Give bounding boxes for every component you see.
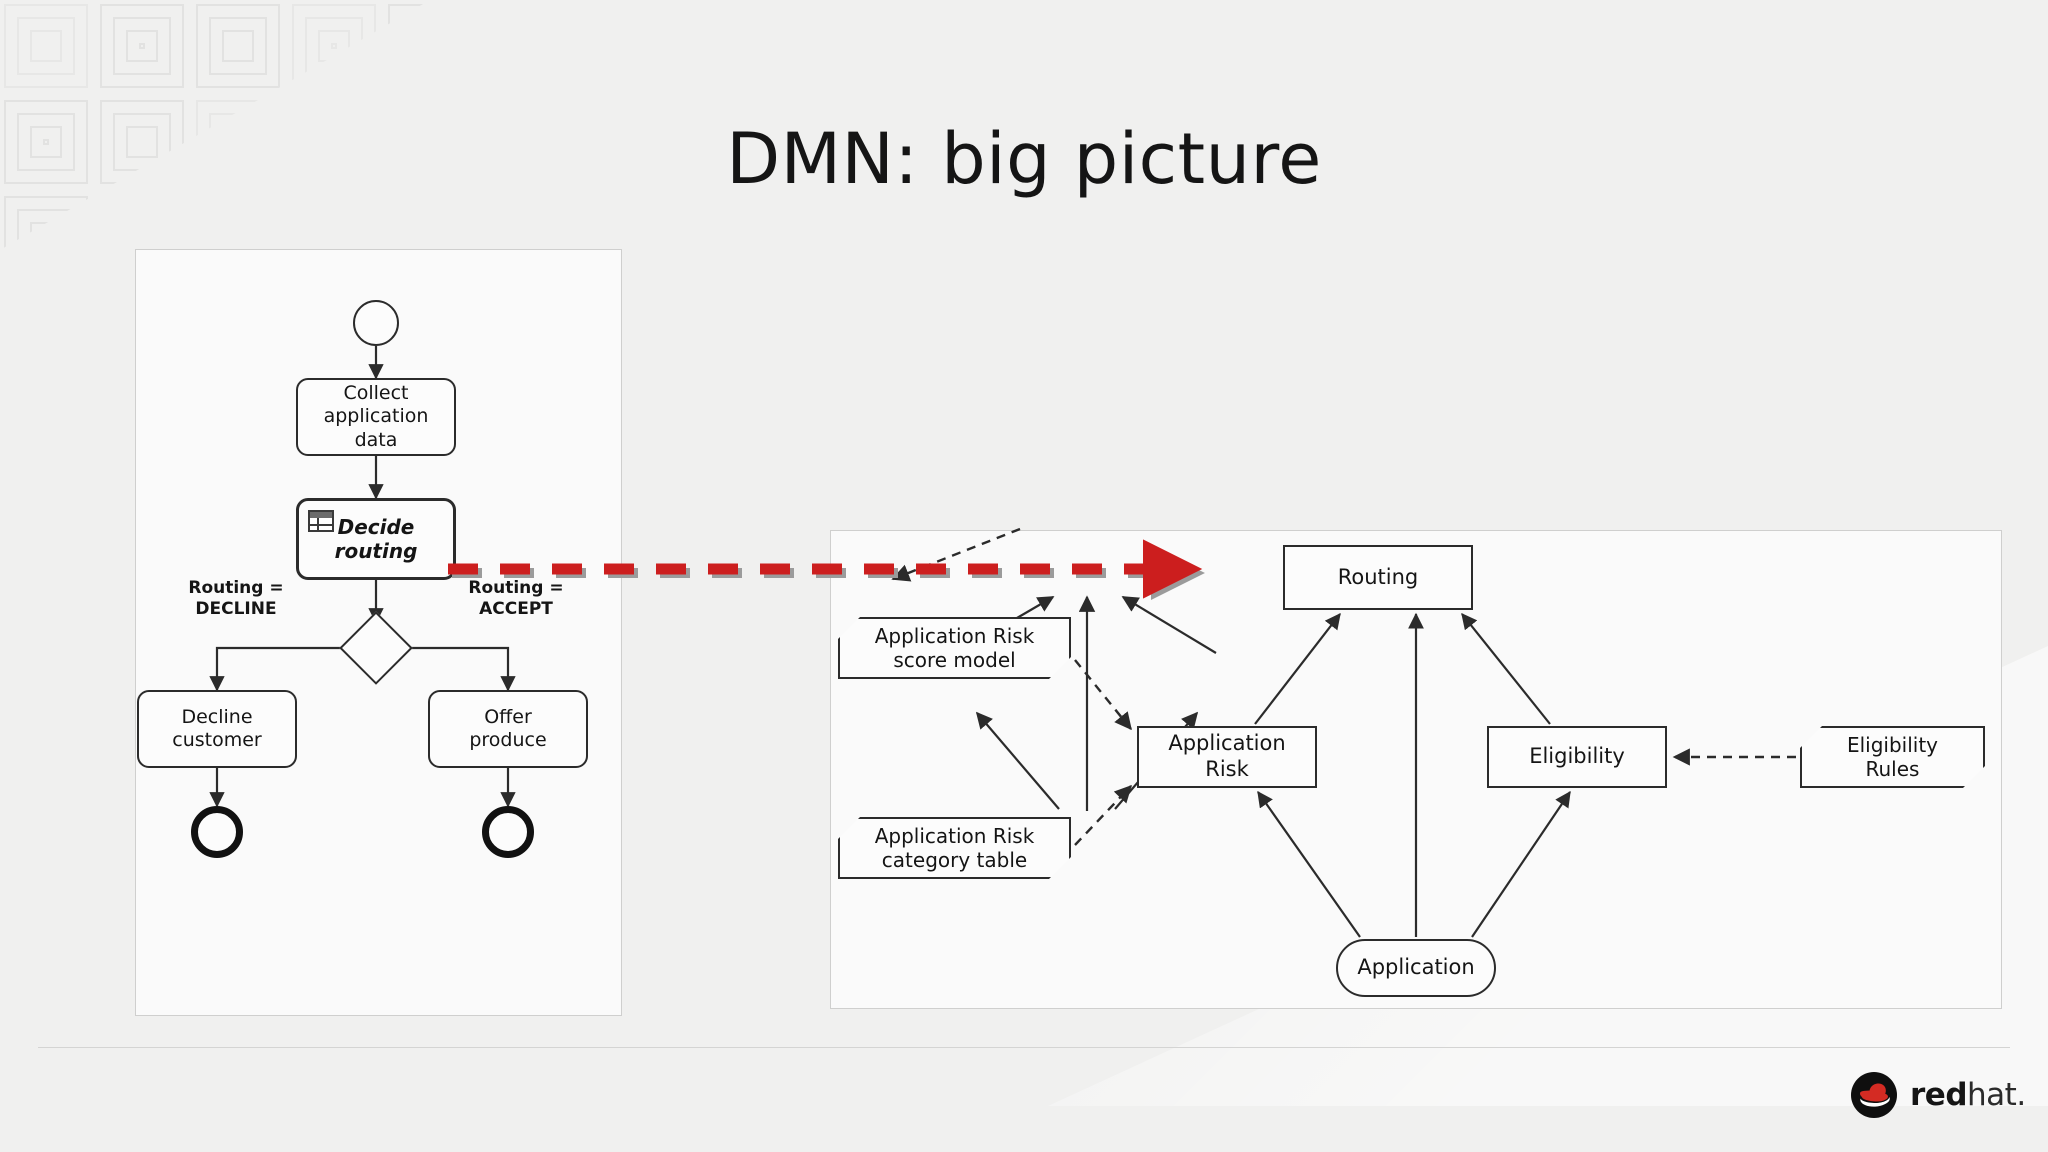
flow-label-line2: ACCEPT	[479, 599, 553, 620]
redhat-logo: redhat.	[1848, 1070, 2026, 1122]
bpmn-start-event[interactable]	[353, 300, 399, 346]
bpmn-task-decline-customer[interactable]: Decline customer	[137, 690, 297, 768]
bkm-label-line2: score model	[893, 648, 1016, 672]
dmn-node-label: Eligibility Rules	[1802, 728, 1983, 786]
decision-table-icon	[308, 510, 334, 532]
flow-label-line2: DECLINE	[195, 599, 277, 620]
bpmn-end-event-accept[interactable]	[482, 806, 534, 858]
redhat-wordmark: redhat.	[1910, 1077, 2026, 1113]
redhat-shadowman-icon	[1851, 1072, 1897, 1118]
bkm-label-line1: Application Risk	[874, 623, 1035, 648]
task-label-line1: Collect	[343, 382, 409, 405]
dmn-bkm-application-risk-category-table[interactable]: Application Risk category table	[838, 817, 1071, 879]
dmn-node-label: Eligibility	[1529, 744, 1625, 769]
bkm-label-line1: Application Risk	[874, 823, 1035, 848]
bpmn-exclusive-gateway[interactable]	[339, 611, 413, 685]
bpmn-task-collect-application-data[interactable]: Collect application data	[296, 378, 456, 456]
dmn-input-data-application[interactable]: Application	[1336, 939, 1496, 997]
bpmn-flow-label-decline: Routing = DECLINE	[156, 578, 316, 621]
task-label-line1: Decline	[181, 705, 253, 728]
task-label-line2: customer	[172, 729, 262, 751]
task-label-line1: Decide	[337, 514, 415, 539]
bkm-label-line2: category table	[881, 848, 1028, 872]
dmn-node-label: Application	[1357, 955, 1475, 980]
bpmn-task-label: Decline customer	[139, 692, 295, 766]
dmn-bkm-application-risk-score-model[interactable]: Application Risk score model	[838, 617, 1071, 679]
decide-routing-to-routing-link-arrow	[448, 539, 1238, 601]
bpmn-flow-label-accept: Routing = ACCEPT	[436, 578, 596, 621]
dmn-node-label: Application Risk	[1168, 731, 1286, 781]
wordmark-dot: .	[2016, 1077, 2026, 1113]
bpmn-task-label: Decide routing	[299, 501, 453, 577]
bpmn-task-decide-routing[interactable]: Decide routing	[296, 498, 456, 580]
dmn-node-label: Application Risk score model	[840, 619, 1069, 677]
task-label-line1: Offer	[484, 705, 532, 728]
flow-label-line1: Routing =	[468, 578, 564, 598]
footer-divider	[38, 1047, 2010, 1048]
bpmn-task-label: Collect application data	[298, 380, 454, 454]
bpmn-end-event-decline[interactable]	[191, 806, 243, 858]
dmn-bkm-eligibility-rules[interactable]: Eligibility Rules	[1800, 726, 1985, 788]
wordmark-red: red	[1910, 1077, 1968, 1113]
page-title: DMN: big picture	[726, 118, 1322, 200]
bpmn-task-offer-produce[interactable]: Offer produce	[428, 690, 588, 768]
dmn-decision-eligibility[interactable]: Eligibility	[1487, 726, 1667, 788]
task-label-line2: produce	[469, 729, 547, 751]
flow-label-line1: Routing =	[188, 578, 284, 598]
dmn-node-label: Application Risk category table	[840, 819, 1069, 877]
task-label-line2: application data	[323, 405, 429, 451]
dmn-decision-application-risk[interactable]: Application Risk	[1137, 726, 1317, 788]
bpmn-task-label: Offer produce	[430, 692, 586, 766]
bpmn-diagram-panel: Collect application data Decide routing …	[135, 249, 622, 1016]
bkm-label-line2: Rules	[1865, 757, 1920, 781]
dmn-decision-routing[interactable]: Routing	[1283, 545, 1473, 610]
bkm-label-line1: Eligibility	[1846, 732, 1939, 757]
task-label-line2: routing	[334, 539, 418, 563]
wordmark-hat: hat	[1967, 1077, 2017, 1113]
dmn-node-label: Routing	[1337, 564, 1419, 589]
